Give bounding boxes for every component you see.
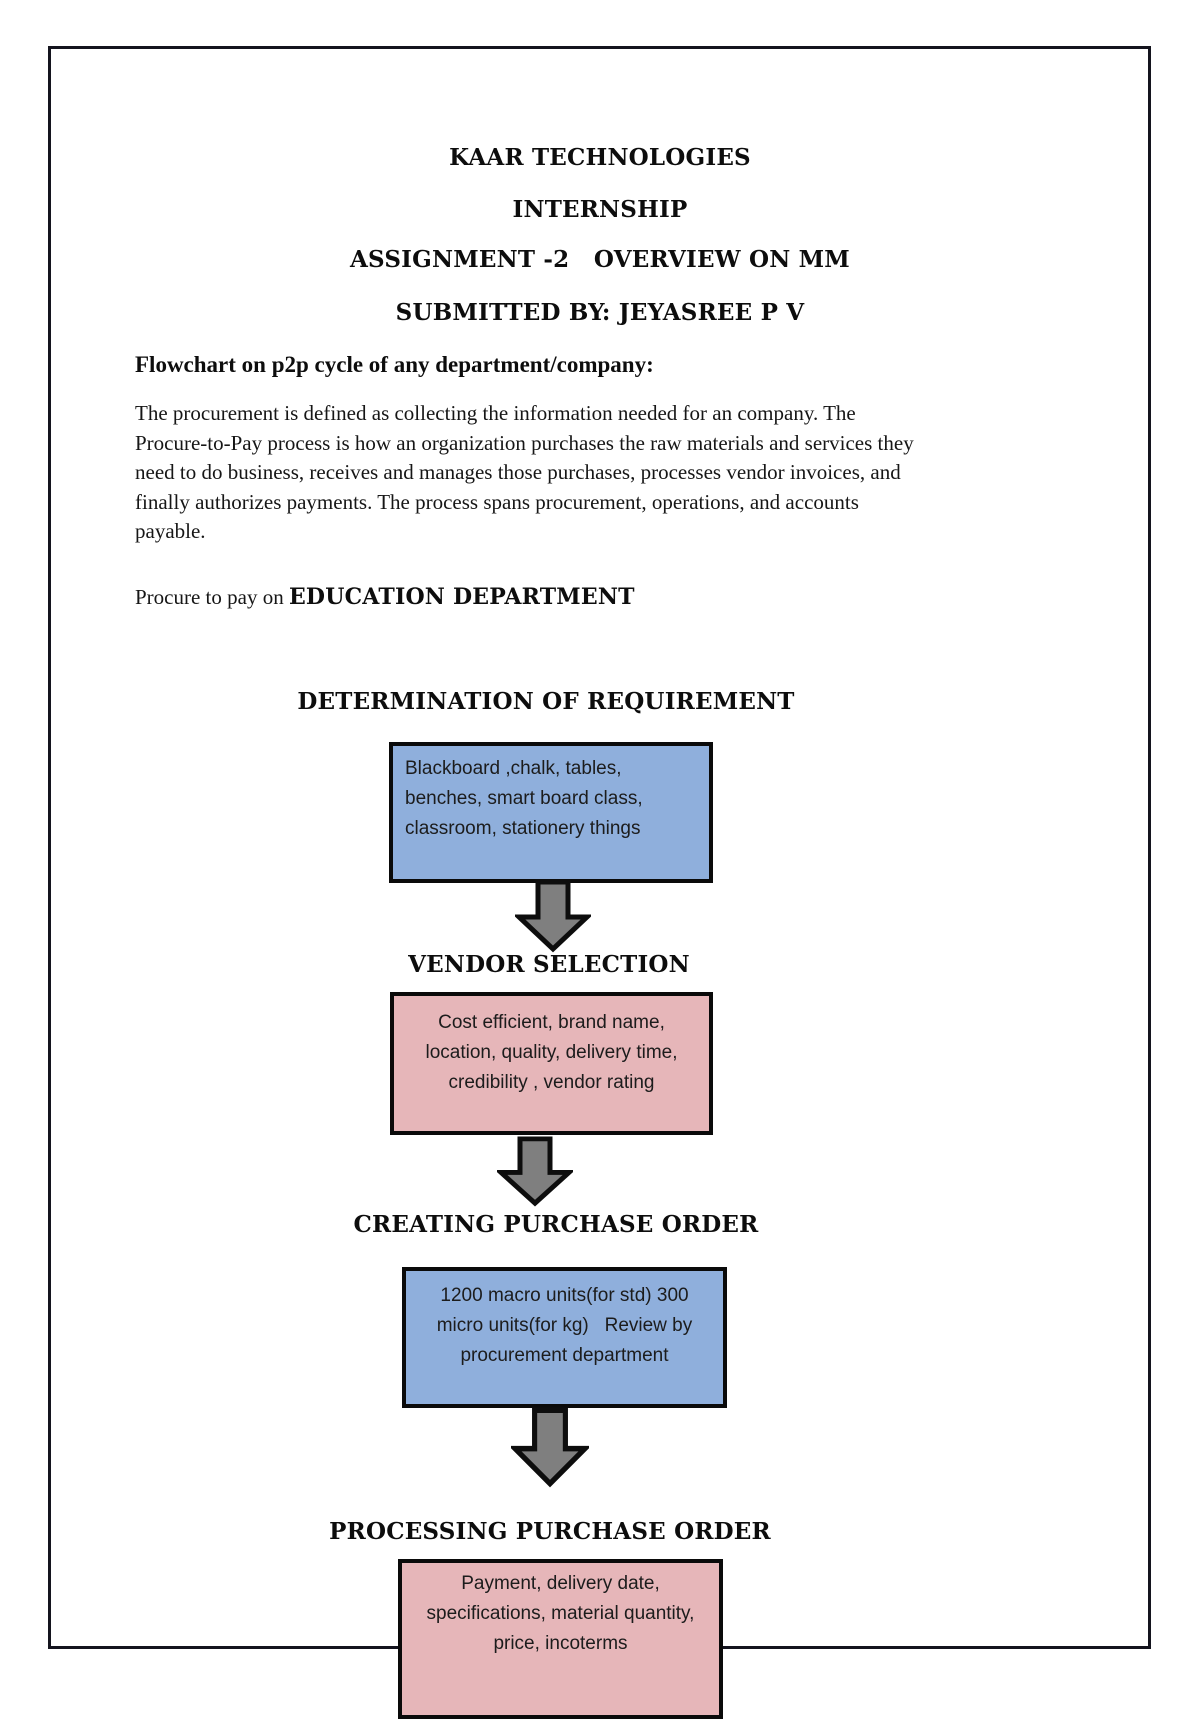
flow-box-processing-purchase-order: Payment, delivery date, specifications, … [398,1559,723,1719]
subject-department: EDUCATION DEPARTMENT [288,584,635,610]
doc-title-assignment: ASSIGNMENT -2 OVERVIEW ON MM [350,246,850,273]
doc-title-submitted-by: SUBMITTED BY: JEYASREE P V [395,299,805,326]
down-arrow-icon [497,1136,573,1207]
flow-heading-vendor-selection: VENDOR SELECTION [408,951,690,978]
flow-box-vendor-selection: Cost efficient, brand name, location, qu… [390,992,713,1135]
flow-heading-creating-purchase-order: CREATING PURCHASE ORDER [353,1211,759,1238]
down-arrow-icon [515,879,591,953]
flow-heading-determination-of-requirement: DETERMINATION OF REQUIREMENT [297,688,795,715]
flow-heading-processing-purchase-order: PROCESSING PURCHASE ORDER [329,1518,771,1545]
doc-title-company: KAAR TECHNOLOGIES [449,144,751,171]
down-arrow-icon [511,1407,589,1488]
subject-line: Procure to pay on EDUCATION DEPARTMENT [135,584,635,610]
flow-box-creating-purchase-order: 1200 macro units(for std) 300 micro unit… [402,1267,727,1408]
section-heading: Flowchart on p2p cycle of any department… [135,352,654,377]
subject-prefix: Procure to pay on [135,585,289,609]
doc-title-internship: INTERNSHIP [512,196,688,223]
intro-paragraph: The procurement is defined as collecting… [135,401,914,543]
flow-box-determination-of-requirement: Blackboard ,chalk, tables, benches, smar… [389,742,713,883]
